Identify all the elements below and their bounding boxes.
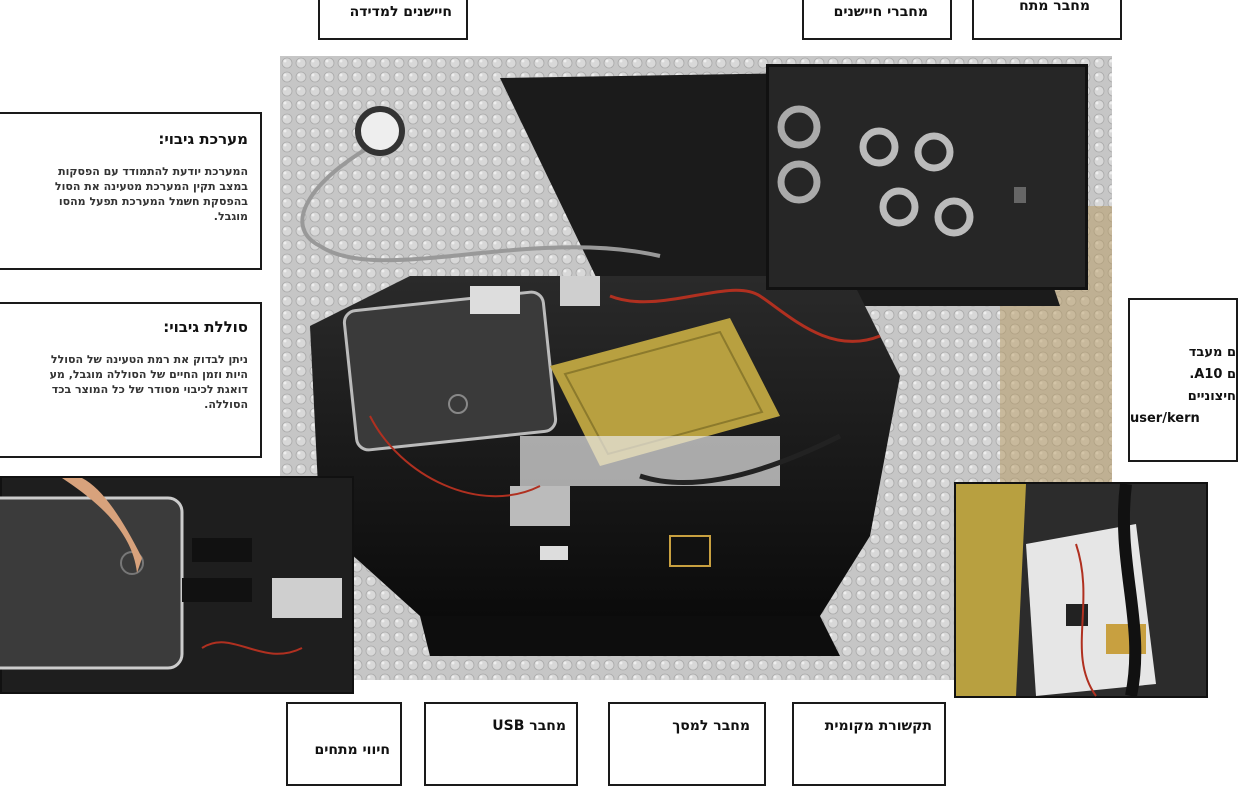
sensor-connectors-label: מחברי חיישנים <box>833 4 928 20</box>
backup-system-box: מערכת גיבוי: המערכת יודעת להתמודד עם הפס… <box>0 112 262 270</box>
battery-button-inset-photo <box>0 476 354 694</box>
screen-connector-callout: מחבר למסך <box>608 702 766 786</box>
usb-connector-label: מחבר USB <box>492 718 566 734</box>
backup-battery-line: היות וזמן החיים של הסוללה מוגבל, מע <box>49 368 248 381</box>
sensors-for-measurement-label: חיישנים למדידה <box>349 4 452 20</box>
backup-system-line: מוגבל. <box>213 210 248 223</box>
usb-connector-callout: מחבר USB <box>424 702 578 786</box>
processor-info-line: user/kern <box>1130 411 1200 426</box>
backup-battery-line: הסוללה. <box>204 398 248 411</box>
backup-system-title: מערכת גיבוי: <box>158 130 248 148</box>
backup-battery-body: ניתן לבדוק את רמת הטעינה של הסולל היות ו… <box>0 352 248 412</box>
processor-info-line: ם A10. <box>1189 367 1236 382</box>
backup-battery-title: סוללת גיבוי: <box>163 318 248 336</box>
voltage-connector-callout: מחבר מתח <box>972 0 1122 40</box>
backup-system-line: בהפסקת חשמל המערכת תפעל מהסו <box>58 195 248 208</box>
backup-battery-line: ניתן לבדוק את רמת הטעינה של הסולל <box>50 353 248 366</box>
processor-info-line: חיצוניים <box>1187 389 1236 404</box>
processor-info-line: ם מעבד <box>1188 345 1236 360</box>
backup-system-line: במצב תקין המערכת מטעינה את הסול <box>54 180 248 193</box>
connectors-inset-photo <box>766 64 1088 290</box>
backup-battery-box: סוללת גיבוי: ניתן לבדוק את רמת הטעינה של… <box>0 302 262 458</box>
processor-info-body: ם מעבד ם A10. חיצוניים user/kern <box>1130 342 1236 430</box>
backup-system-line: המערכת יודעת להתמודד עם הפסקות <box>58 165 248 178</box>
local-communication-callout: תקשורת מקומית <box>792 702 946 786</box>
local-communication-label: תקשורת מקומית <box>824 718 932 734</box>
processor-info-box: ם מעבד ם A10. חיצוניים user/kern <box>1128 298 1238 462</box>
sensors-for-measurement-callout: חיישנים למדידה <box>318 0 468 40</box>
voltage-indicator-callout: חיווי מתחים <box>286 702 402 786</box>
board-closeup-inset-photo <box>954 482 1208 698</box>
backup-battery-line: דואגת לכיבוי מסודר של כל המוצר בכד <box>51 383 248 396</box>
screen-connector-label: מחבר למסך <box>672 718 750 734</box>
voltage-connector-label: מחבר מתח <box>1019 0 1090 14</box>
sensor-connectors-callout: מחברי חיישנים <box>802 0 952 40</box>
voltage-indicator-label: חיווי מתחים <box>314 742 390 758</box>
backup-system-body: המערכת יודעת להתמודד עם הפסקות במצב תקין… <box>0 164 248 224</box>
